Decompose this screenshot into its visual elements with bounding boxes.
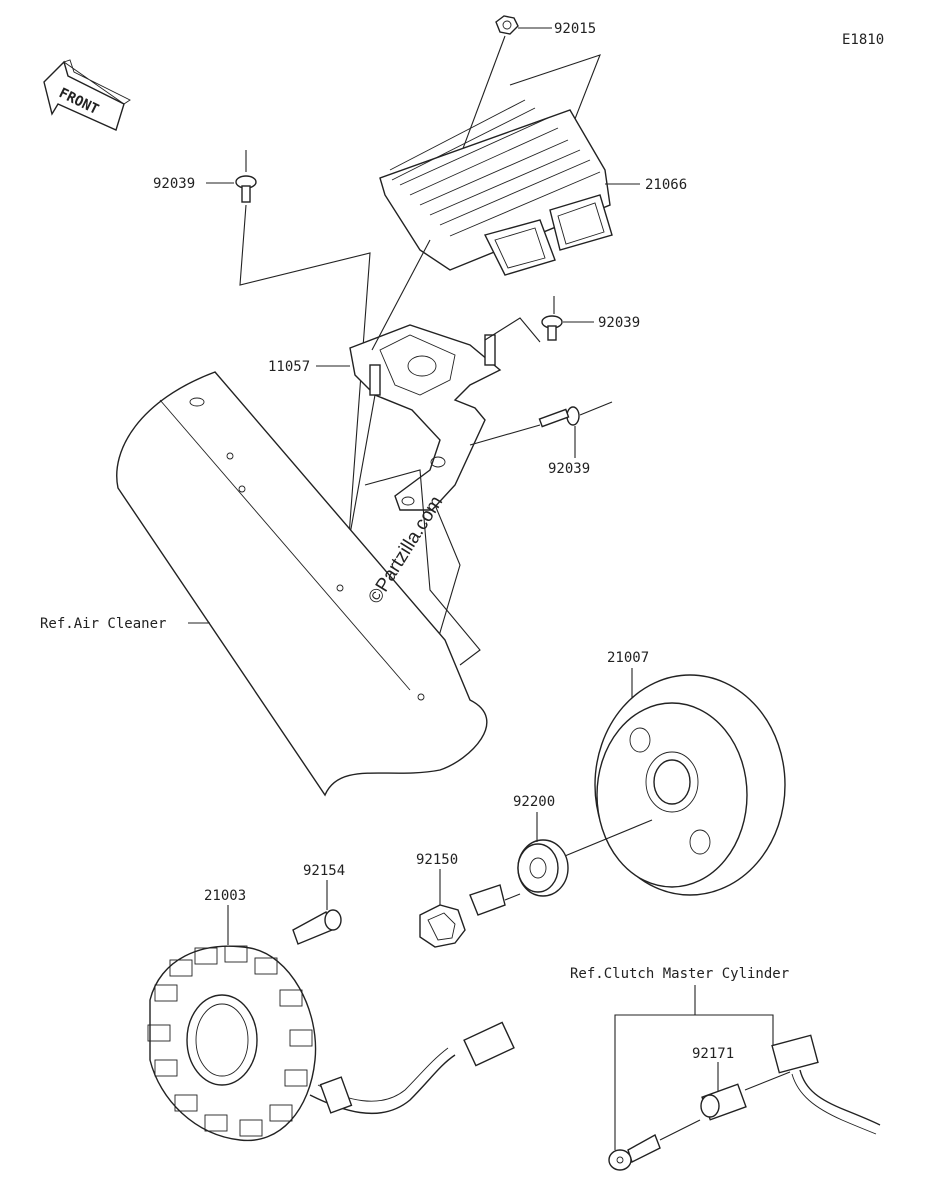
callout-21003: 21003 (204, 888, 246, 904)
callout-92039-left: 92039 (153, 176, 195, 192)
stator-21003[interactable] (147, 905, 515, 1142)
callout-ref-air-cleaner: Ref.Air Cleaner (40, 616, 166, 632)
nut-92015[interactable] (495, 15, 552, 35)
callout-92154: 92154 (303, 863, 345, 879)
callout-92150: 92150 (416, 852, 458, 868)
callout-21007: 21007 (607, 650, 649, 666)
callout-92039-right: 92039 (598, 315, 640, 331)
washer-92200[interactable] (517, 812, 569, 897)
bolt-92150[interactable] (419, 869, 506, 948)
regulator-rectifier-21066[interactable] (379, 99, 640, 276)
rotor-21007[interactable] (594, 668, 786, 896)
bolt-92154[interactable] (292, 880, 342, 945)
clutch-master-cylinder-reference (771, 1034, 881, 1135)
clamp-92171[interactable] (700, 1062, 747, 1121)
pin-92039-right[interactable] (541, 296, 594, 341)
pin-92039-lower[interactable] (538, 401, 613, 458)
callout-92200: 92200 (513, 794, 555, 810)
callout-21066: 21066 (645, 177, 687, 193)
callout-92039-lower: 92039 (548, 461, 590, 477)
screw-clutch-clamp (608, 1133, 661, 1171)
callout-92015: 92015 (554, 21, 596, 37)
callout-11057: 11057 (268, 359, 310, 375)
front-arrow-icon: FRONT (43, 59, 131, 131)
bracket-11057[interactable] (316, 324, 502, 511)
callout-92171: 92171 (692, 1046, 734, 1062)
callout-ref-clutch-master-cylinder: Ref.Clutch Master Cylinder (570, 966, 789, 982)
pin-92039-left[interactable] (206, 150, 257, 203)
diagram-code: E1810 (842, 32, 884, 48)
air-cleaner-reference (116, 371, 488, 797)
